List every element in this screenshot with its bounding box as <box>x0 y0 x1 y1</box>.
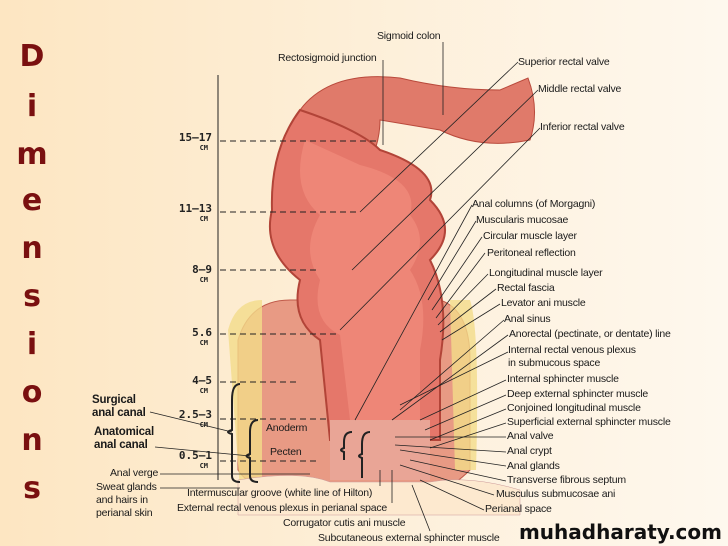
label-rectal-fascia: Rectal fascia <box>497 282 555 294</box>
label-corrugator-cutis: Corrugator cutis ani muscle <box>283 517 406 529</box>
label-longitudinal-muscle: Longitudinal muscle layer <box>489 267 603 279</box>
title-letter: i <box>26 327 38 362</box>
label-perianal-space: Perianal space <box>485 503 552 515</box>
label-levator-ani: Levator ani muscle <box>501 297 586 309</box>
label-subcutaneous-sphincter: Subcutaneous external sphincter muscle <box>318 532 500 544</box>
label-conjoined-longitudinal: Conjoined longitudinal muscle <box>507 402 641 414</box>
label-pecten: Pecten <box>270 446 302 458</box>
title-letter: s <box>23 279 41 314</box>
label-muscularis-mucosae: Muscularis mucosae <box>476 214 569 226</box>
label-musculus-submucosae: Musculus submucosae ani <box>496 488 616 500</box>
label-circular-muscle: Circular muscle layer <box>483 230 577 242</box>
rectum-lumen <box>300 140 424 420</box>
watermark: muhadharaty.com <box>518 520 722 544</box>
anal-canal <box>330 420 430 480</box>
label-sigmoid-colon: Sigmoid colon <box>377 30 441 42</box>
label-anal-glands: Anal glands <box>507 460 560 472</box>
title-letter: i <box>26 89 38 124</box>
label-anal-verge: Anal verge <box>110 467 159 479</box>
fat-layer <box>450 300 478 470</box>
title-letter: o <box>21 375 43 410</box>
title-letter: e <box>21 183 43 218</box>
label-superior-rectal-valve: Superior rectal valve <box>518 56 610 68</box>
title-letter: m <box>16 137 48 172</box>
label-middle-rectal-valve: Middle rectal valve <box>538 83 622 95</box>
label-superficial-external-sphincter: Superficial external sphincter muscle <box>507 416 671 428</box>
label-rectosigmoid-junction: Rectosigmoid junction <box>278 52 377 64</box>
label-anal-valve: Anal valve <box>507 430 554 442</box>
perianal-skin <box>237 475 521 516</box>
label-internal-rectal-plexus: Internal rectal venous plexus <box>508 344 636 356</box>
label-inferior-rectal-valve: Inferior rectal valve <box>540 121 625 133</box>
label-anorectal-line: Anorectal (pectinate, or dentate) line <box>509 328 671 340</box>
label-anoderm: Anoderm <box>266 422 308 434</box>
scale-lines <box>217 75 380 483</box>
leader-lines <box>149 42 541 532</box>
label-transverse-septum: Transverse fibrous septum <box>507 474 626 486</box>
label-external-rectal-plexus: External rectal venous plexus in periana… <box>177 502 388 514</box>
title-letter: D <box>19 39 45 74</box>
title-letter: n <box>21 231 43 266</box>
fat-layer <box>228 300 262 490</box>
title-letter: s <box>23 471 41 506</box>
label-anal-columns: Anal columns (of Morgagni) <box>472 198 596 210</box>
label-internal-sphincter: Internal sphincter muscle <box>507 373 619 385</box>
label-deep-external-sphincter: Deep external sphincter muscle <box>507 388 649 400</box>
label-peritoneal-reflection: Peritoneal reflection <box>487 247 576 259</box>
label-intermuscular-groove: Intermuscular groove (white line of Hilt… <box>187 487 373 499</box>
title-letter: n <box>21 423 43 458</box>
label-anal-sinus: Anal sinus <box>504 313 551 325</box>
label-internal-rectal-plexus-2: in submucous space <box>508 357 601 369</box>
label-anal-crypt: Anal crypt <box>507 445 552 457</box>
